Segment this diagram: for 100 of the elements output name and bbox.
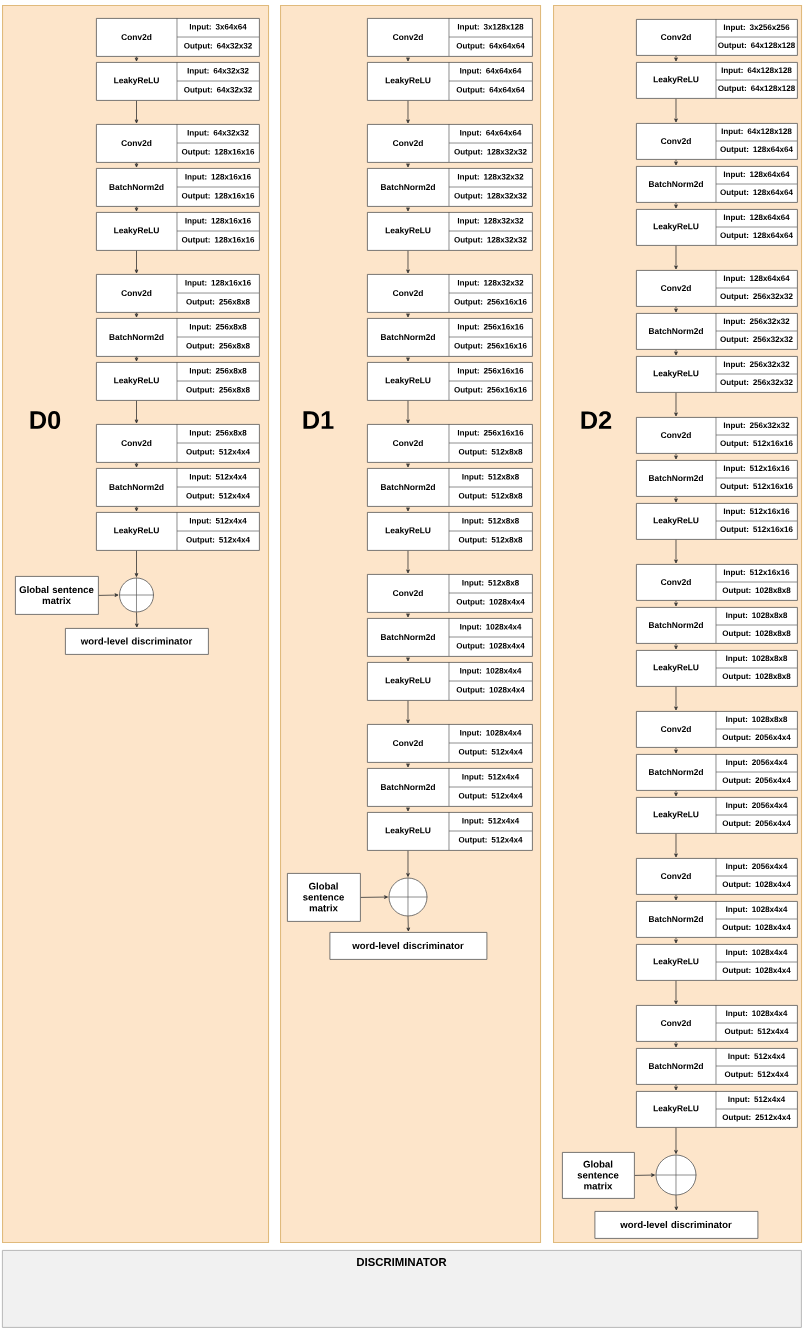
layer-box: Conv2d Input: 1028x4x4 Output: 512x4x4 bbox=[636, 1004, 798, 1042]
sum-circle bbox=[388, 877, 428, 917]
arrow bbox=[406, 462, 410, 468]
input-box: Global sentence matrix bbox=[562, 1152, 635, 1199]
arrow bbox=[674, 98, 678, 123]
layer-box: Conv2d Input: 256x8x8 Output: 512x4x4 bbox=[96, 423, 260, 463]
arrow bbox=[98, 593, 119, 597]
panel-heading: D1 bbox=[303, 411, 334, 429]
arrow bbox=[406, 506, 410, 512]
layer-box: LeakyReLU Input: 64x64x64 Output: 64x64x64 bbox=[367, 61, 533, 101]
arrow bbox=[360, 895, 388, 899]
arrow bbox=[406, 656, 410, 662]
arrow bbox=[406, 312, 410, 318]
arrow bbox=[634, 1173, 655, 1177]
layer-box: LeakyReLU Input: 64x128x128 Output: 64x128x128 bbox=[636, 61, 798, 99]
layer-box: Conv2d Input: 512x8x8 Output: 1028x4x4 bbox=[367, 573, 533, 613]
layer-box: BatchNorm2d Input: 512x4x4 Output: 512x4x4 bbox=[367, 767, 533, 807]
arrow bbox=[674, 306, 678, 313]
layer-box: BatchNorm2d Input: 1028x4x4 Output: 1028x4x4 bbox=[367, 617, 533, 657]
layer-box: BatchNorm2d Input: 1028x8x8 Output: 1028x8x8 bbox=[636, 606, 798, 644]
arrow bbox=[134, 356, 139, 362]
output-box: word-level discriminator bbox=[329, 932, 488, 960]
arrow bbox=[674, 159, 678, 166]
layer-box: Conv2d Input: 128x64x64 Output: 256x32x32 bbox=[636, 269, 798, 307]
title-band: DISCRIMINATOR bbox=[2, 1250, 802, 1328]
arrow bbox=[406, 250, 410, 274]
layer-box: LeakyReLU Input: 1028x4x4 Output: 1028x4x4 bbox=[636, 943, 798, 981]
arrow bbox=[674, 202, 678, 209]
arrow bbox=[406, 850, 410, 877]
layer-box: Conv2d Input: 256x32x32 Output: 512x16x16 bbox=[636, 416, 798, 454]
panel-heading: D2 bbox=[581, 411, 612, 429]
arrow bbox=[134, 506, 139, 512]
arrow bbox=[134, 312, 139, 318]
layer-box: Conv2d Input: 128x16x16 Output: 256x8x8 bbox=[96, 273, 260, 313]
arrow bbox=[134, 550, 139, 577]
arrow bbox=[674, 1195, 679, 1211]
layer-box: BatchNorm2d Input: 128x16x16 Output: 128x16x16 bbox=[96, 167, 260, 207]
layer-box: Conv2d Input: 64x64x64 Output: 128x32x32 bbox=[367, 123, 533, 163]
input-box: Global sentence matrix bbox=[287, 873, 361, 922]
arrow bbox=[674, 686, 678, 711]
arrow bbox=[406, 100, 410, 124]
layer-box: BatchNorm2d Input: 1028x4x4 Output: 1028x4x4 bbox=[636, 900, 798, 938]
arrow bbox=[674, 894, 678, 901]
arrow bbox=[674, 833, 678, 858]
layer-box: BatchNorm2d Input: 256x16x16 Output: 256x16x16 bbox=[367, 317, 533, 357]
arrow bbox=[674, 1127, 678, 1154]
layer-box: BatchNorm2d Input: 128x32x32 Output: 128x32x32 bbox=[367, 167, 533, 207]
arrow bbox=[406, 356, 410, 362]
arrow bbox=[406, 56, 410, 62]
layer-box: LeakyReLU Input: 512x4x4 Output: 512x4x4 bbox=[367, 811, 533, 851]
layer-box: BatchNorm2d Input: 512x8x8 Output: 512x8x8 bbox=[367, 467, 533, 507]
arrow bbox=[135, 612, 139, 628]
layer-box: LeakyReLU Input: 64x32x32 Output: 64x32x32 bbox=[96, 61, 260, 101]
arrow bbox=[674, 747, 678, 754]
layer-box: Conv2d Input: 1028x8x8 Output: 2056x4x4 bbox=[636, 710, 798, 748]
arrow bbox=[674, 245, 678, 270]
layer-box: Conv2d Input: 128x32x32 Output: 256x16x16 bbox=[367, 273, 533, 313]
sum-circle bbox=[118, 577, 155, 613]
arrow bbox=[674, 1041, 678, 1048]
layer-box: LeakyReLU Input: 512x16x16 Output: 512x16x16 bbox=[636, 502, 798, 540]
arrow bbox=[674, 980, 678, 1005]
arrow bbox=[674, 600, 678, 607]
layer-box: LeakyReLU Input: 512x4x4 Output: 512x4x4 bbox=[96, 511, 260, 551]
arrow bbox=[674, 349, 678, 356]
arrow bbox=[134, 56, 139, 62]
arrow bbox=[406, 400, 410, 424]
layer-box: BatchNorm2d Input: 512x16x16 Output: 512x16x16 bbox=[636, 459, 798, 497]
layer-box: BatchNorm2d Input: 128x64x64 Output: 128x64x64 bbox=[636, 165, 798, 203]
layer-box: Conv2d Input: 2056x4x4 Output: 1028x4x4 bbox=[636, 857, 798, 895]
arrow bbox=[674, 55, 678, 62]
arrow bbox=[674, 643, 678, 650]
arrow bbox=[134, 400, 139, 424]
arrow bbox=[406, 762, 410, 768]
layer-box: LeakyReLU Input: 512x8x8 Output: 512x8x8 bbox=[367, 511, 533, 551]
layer-box: Conv2d Input: 256x16x16 Output: 512x8x8 bbox=[367, 423, 533, 463]
arrow bbox=[406, 162, 410, 168]
layer-box: BatchNorm2d Input: 2056x4x4 Output: 2056x4x4 bbox=[636, 753, 798, 791]
arrow bbox=[134, 250, 139, 274]
layer-box: LeakyReLU Input: 256x16x16 Output: 256x16x16 bbox=[367, 361, 533, 401]
arrow bbox=[406, 612, 410, 618]
layer-box: Conv2d Input: 64x128x128 Output: 128x64x64 bbox=[636, 122, 798, 160]
layer-box: LeakyReLU Input: 256x32x32 Output: 256x32x32 bbox=[636, 355, 798, 393]
layer-box: LeakyReLU Input: 128x16x16 Output: 128x16x16 bbox=[96, 211, 260, 251]
arrow bbox=[134, 206, 139, 212]
arrow bbox=[406, 550, 410, 574]
arrow bbox=[674, 392, 678, 417]
layer-box: Conv2d Input: 3x256x256 Output: 64x128x128 bbox=[636, 18, 798, 56]
arrow bbox=[674, 1084, 678, 1091]
layer-box: BatchNorm2d Input: 256x8x8 Output: 256x8x8 bbox=[96, 317, 260, 357]
arrow bbox=[134, 462, 139, 468]
arrow bbox=[406, 806, 410, 812]
arrow bbox=[674, 790, 678, 797]
layer-box: Conv2d Input: 64x32x32 Output: 128x16x16 bbox=[96, 123, 260, 163]
arrow bbox=[674, 453, 678, 460]
arrow bbox=[134, 162, 139, 168]
layer-box: BatchNorm2d Input: 256x32x32 Output: 256x32x32 bbox=[636, 312, 798, 350]
layer-box: LeakyReLU Input: 2056x4x4 Output: 2056x4x4 bbox=[636, 796, 798, 834]
arrow bbox=[134, 100, 139, 124]
layer-box: LeakyReLU Input: 128x32x32 Output: 128x32x32 bbox=[367, 211, 533, 251]
layer-box: LeakyReLU Input: 512x4x4 Output: 2512x4x4 bbox=[636, 1090, 798, 1128]
